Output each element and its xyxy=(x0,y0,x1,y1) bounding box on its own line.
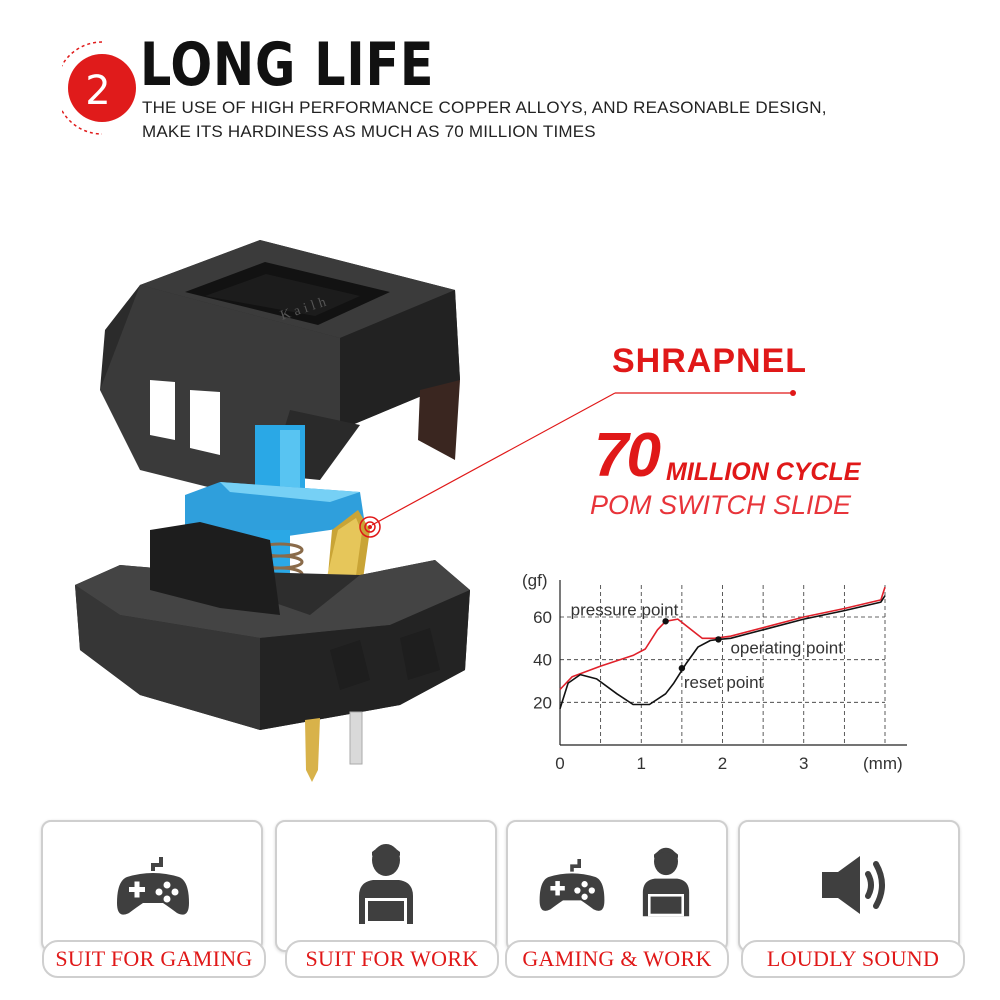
series-line-2 xyxy=(559,595,886,709)
section-number-badge xyxy=(62,41,136,135)
page-title: LONG LIFE xyxy=(140,30,435,100)
force-curve-chart: 20 40 60 0 1 2 3 (gf) (mm) pressure point operatin… xyxy=(522,571,907,773)
feature-label-work: SUIT FOR WORK xyxy=(285,940,499,978)
office-worker-icon xyxy=(359,844,413,924)
speaker-icon xyxy=(822,856,885,914)
switch-bottom-housing xyxy=(75,522,470,730)
annotation-marker xyxy=(662,618,669,625)
cycle-number: 70 xyxy=(594,421,661,490)
office-worker-icon xyxy=(642,847,690,917)
chart-labels: 20 40 60 0 1 2 3 (gf) (mm) pressure point operatin… xyxy=(522,571,903,773)
feature-card-sound xyxy=(738,820,960,952)
annotation-label: reset point xyxy=(684,673,764,692)
gamepad-icon xyxy=(539,859,605,911)
y-tick-label: 20 xyxy=(533,693,552,712)
feature-card-gaming-work xyxy=(506,820,728,952)
mechanical-switch-illustration: Kailh xyxy=(75,240,470,782)
shrapnel-callout-line xyxy=(359,390,796,538)
y-tick-label: 40 xyxy=(533,651,552,670)
annotation-label: operating point xyxy=(730,638,843,657)
gamepad-icon xyxy=(117,857,189,915)
annotation-marker xyxy=(678,665,686,672)
feature-label-gaming: SUIT FOR GAMING xyxy=(42,940,266,978)
cycle-text: MILLION CYCLE xyxy=(666,458,861,486)
x-tick-label: 3 xyxy=(799,754,808,773)
series-line-1 xyxy=(559,586,886,691)
chart-series xyxy=(559,586,886,709)
subtitle-line-1: THE USE OF HIGH PERFORMANCE COPPER ALLOY… xyxy=(142,98,827,117)
annotation-marker xyxy=(715,636,722,643)
feature-label-sound: LOUDLY SOUND xyxy=(741,940,965,978)
section-number: 2 xyxy=(85,68,111,114)
y-tick-label: 60 xyxy=(533,608,552,627)
chart-axes xyxy=(559,580,907,746)
feature-label-gaming-work: GAMING & WORK xyxy=(505,940,729,978)
x-axis-label: (mm) xyxy=(863,754,903,773)
switch-stem xyxy=(185,425,365,580)
feature-card-gaming xyxy=(41,820,263,952)
subtitle-line-2: MAKE ITS HARDINESS AS MUCH AS 70 MILLION… xyxy=(142,122,596,141)
silver-pin xyxy=(349,711,363,765)
annotation-label: pressure point xyxy=(571,600,679,619)
x-tick-label: 1 xyxy=(637,754,646,773)
pom-switch-slide-text: POM SWITCH SLIDE xyxy=(590,490,852,520)
gold-pin xyxy=(305,718,320,782)
chart-grid xyxy=(560,585,886,745)
feature-card-work xyxy=(275,820,497,952)
x-tick-label: 2 xyxy=(718,754,727,773)
shrapnel-label: SHRAPNEL xyxy=(612,342,808,380)
x-tick-label: 0 xyxy=(555,754,564,773)
y-axis-label: (gf) xyxy=(522,571,548,590)
